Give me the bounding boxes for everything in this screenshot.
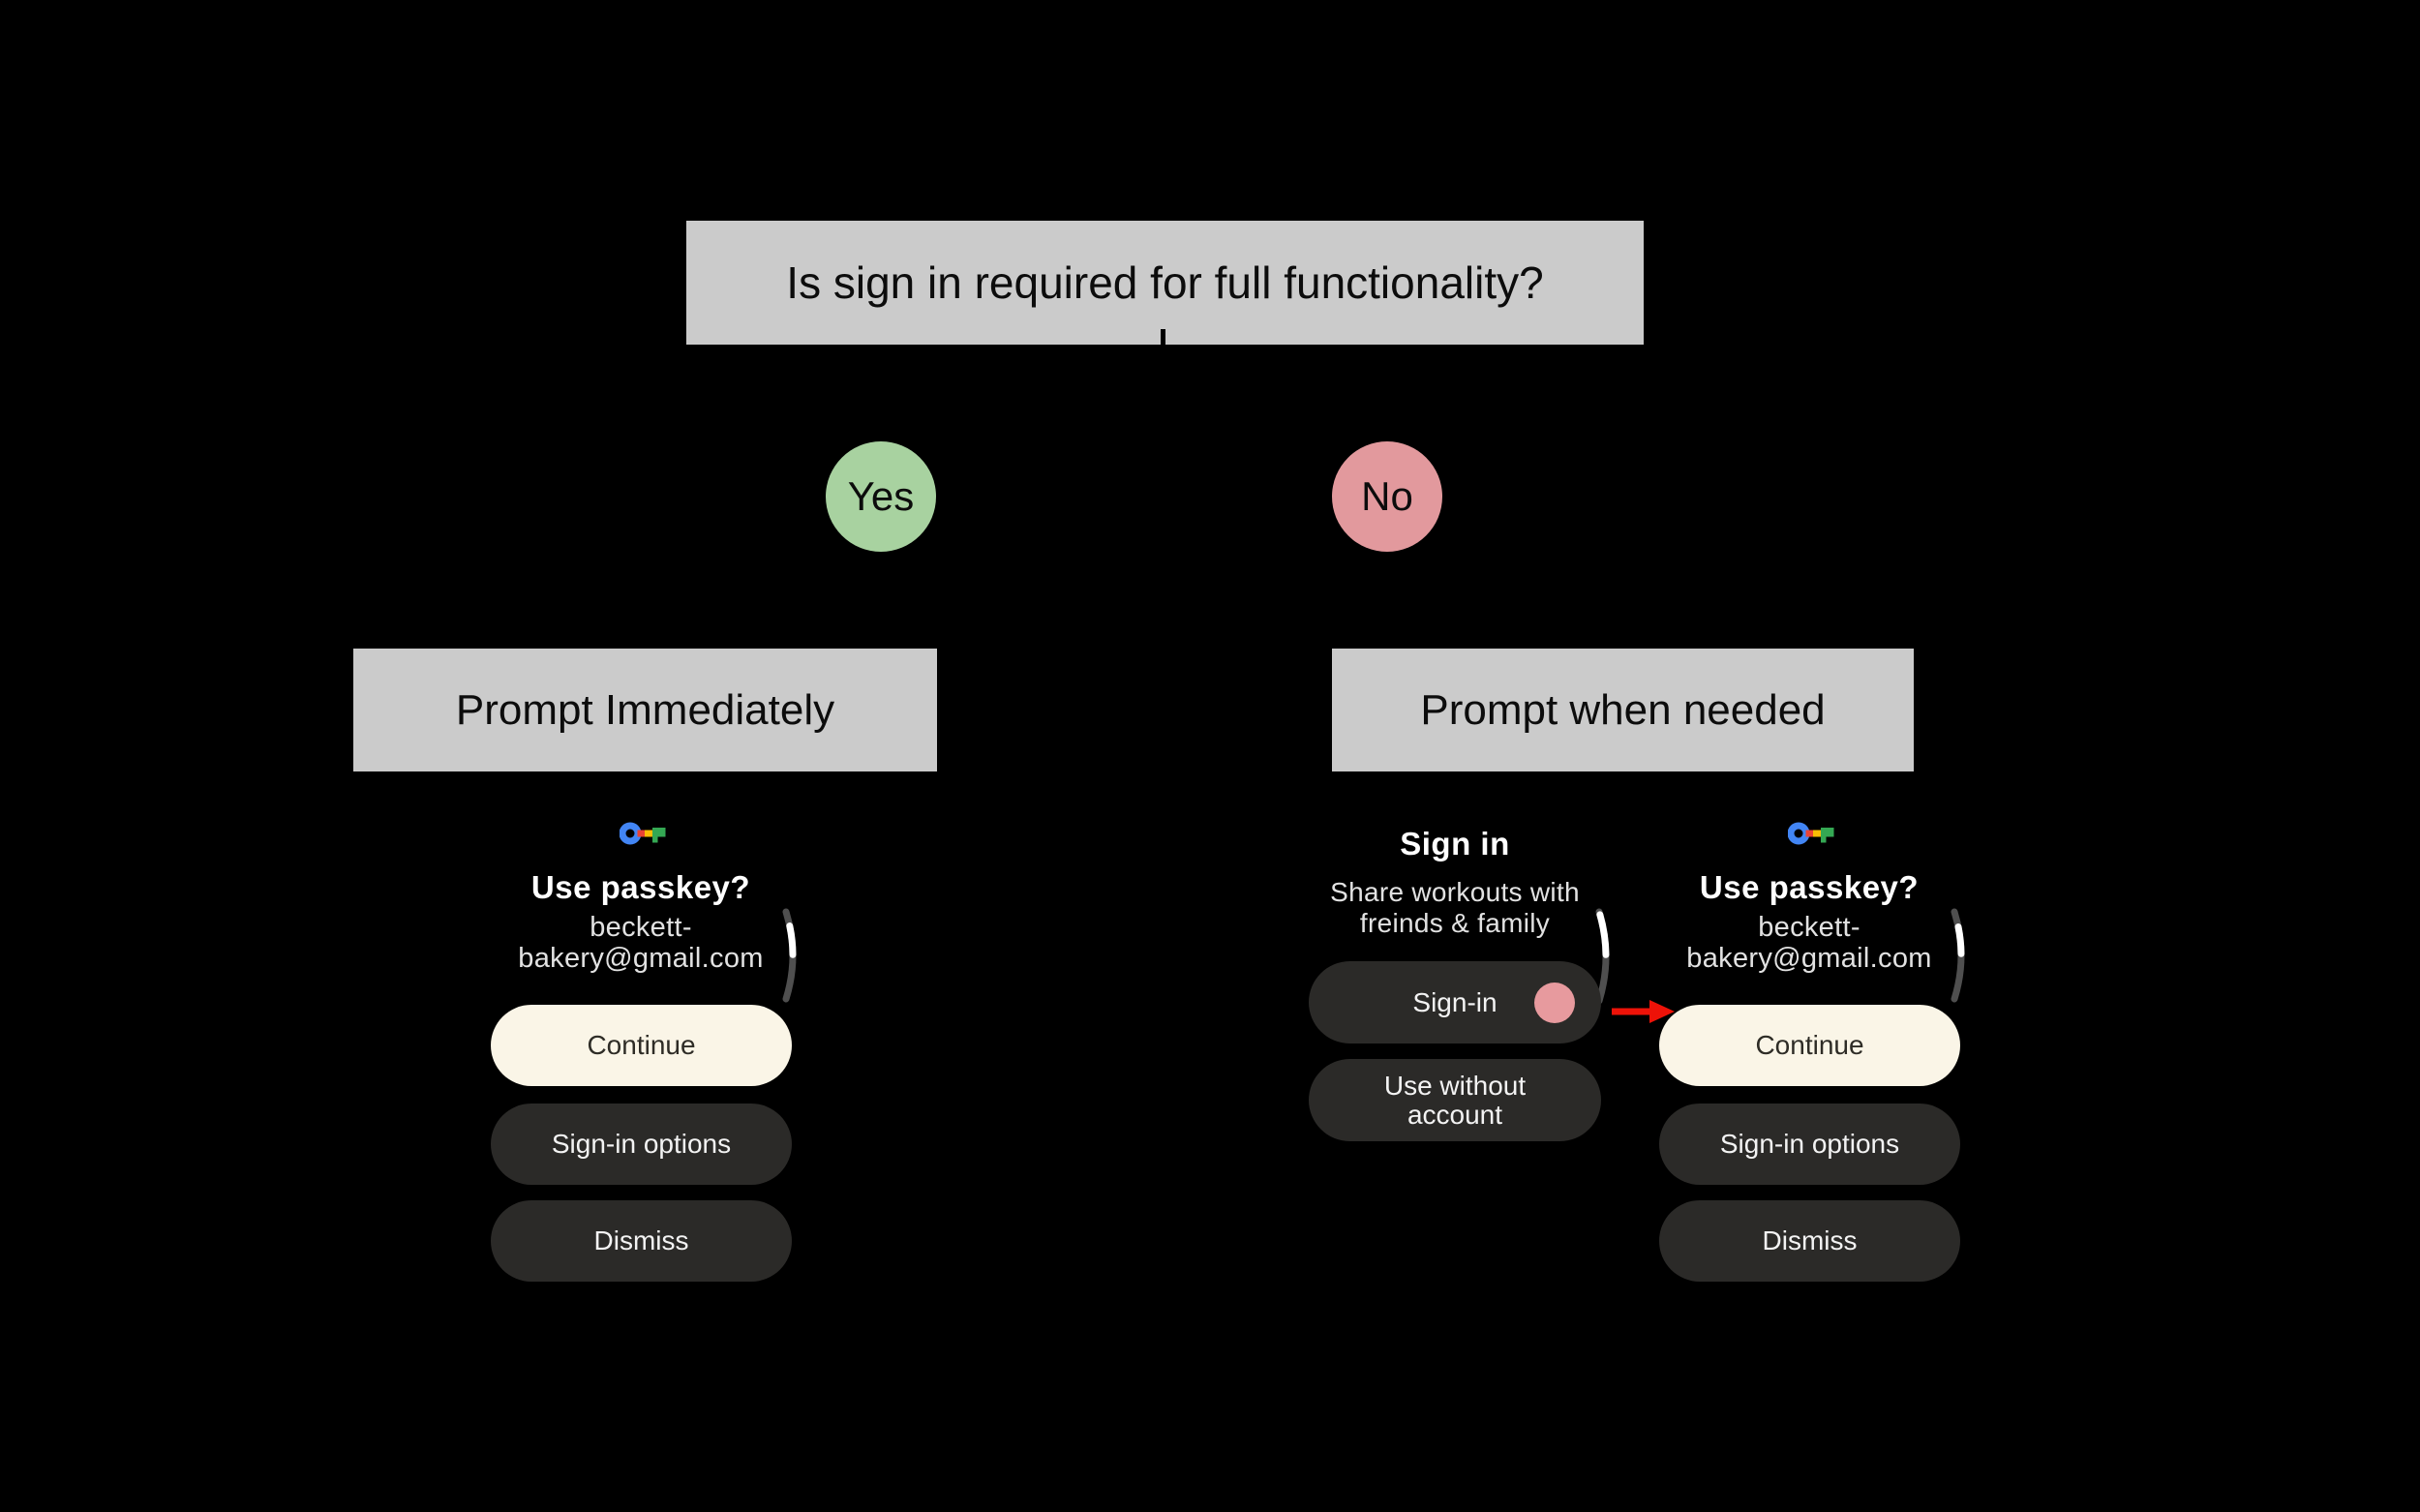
use-without-account-button[interactable]: Use without account xyxy=(1309,1059,1601,1141)
dismiss-button-left[interactable]: Dismiss xyxy=(491,1200,792,1282)
tap-indicator-circle xyxy=(1534,983,1575,1023)
passkey-title-left: Use passkey? xyxy=(530,869,751,905)
scroll-indicator-right[interactable] xyxy=(1949,908,1974,1003)
continue-button-left[interactable]: Continue xyxy=(491,1005,792,1086)
signin-options-button-left[interactable]: Sign-in options xyxy=(491,1104,792,1185)
signin-button-label: Sign-in xyxy=(1412,986,1497,1017)
passkey-email-left: beckett- bakery@gmail.com xyxy=(465,912,817,974)
flow-question-box: Is sign in required for full functionali… xyxy=(686,221,1644,345)
dismiss-button-right[interactable]: Dismiss xyxy=(1659,1200,1960,1282)
outcome-box-prompt-immediately: Prompt Immediately xyxy=(353,649,937,771)
dismiss-label: Dismiss xyxy=(593,1225,689,1255)
passkey-email-right: beckett- bakery@gmail.com xyxy=(1633,912,1985,974)
use-without-line2: account xyxy=(1407,1099,1503,1130)
red-arrow-icon xyxy=(1611,997,1675,1026)
signin-subtitle: Share workouts with freinds & family xyxy=(1287,877,1622,939)
use-without-line1: Use without xyxy=(1383,1070,1527,1101)
email-line1: beckett- xyxy=(1758,912,1860,943)
outcome-prompt-when-needed-text: Prompt when needed xyxy=(1420,685,1826,734)
subtitle-line1: Share workouts with xyxy=(1330,877,1580,907)
continue-label: Continue xyxy=(1755,1030,1864,1060)
scroll-indicator-left[interactable] xyxy=(780,908,805,1003)
passkey-title-right: Use passkey? xyxy=(1699,869,1920,905)
passkey-key-icon xyxy=(619,821,670,846)
signin-screen-title: Sign in xyxy=(1400,826,1510,862)
dismiss-label: Dismiss xyxy=(1762,1225,1858,1255)
continue-label: Continue xyxy=(587,1030,696,1060)
signin-options-label: Sign-in options xyxy=(551,1129,732,1159)
no-node: No xyxy=(1332,441,1442,552)
scroll-indicator-middle[interactable] xyxy=(1593,908,1618,1005)
email-line2: bakery@gmail.com xyxy=(518,943,764,974)
continue-button-right[interactable]: Continue xyxy=(1659,1005,1960,1086)
connector-tick-top xyxy=(1161,329,1165,347)
outcome-box-prompt-when-needed: Prompt when needed xyxy=(1332,649,1914,771)
email-line1: beckett- xyxy=(590,912,692,943)
passkey-key-icon xyxy=(1787,821,1838,846)
no-label: No xyxy=(1361,473,1413,519)
flow-question-text: Is sign in required for full functionali… xyxy=(786,257,1544,308)
yes-node: Yes xyxy=(826,441,936,552)
yes-label: Yes xyxy=(847,473,915,519)
signin-options-label: Sign-in options xyxy=(1719,1129,1900,1159)
email-line2: bakery@gmail.com xyxy=(1686,943,1932,974)
outcome-prompt-immediately-text: Prompt Immediately xyxy=(455,685,835,734)
signin-button[interactable]: Sign-in xyxy=(1309,961,1601,1043)
subtitle-line2: freinds & family xyxy=(1359,908,1551,938)
signin-options-button-right[interactable]: Sign-in options xyxy=(1659,1104,1960,1185)
